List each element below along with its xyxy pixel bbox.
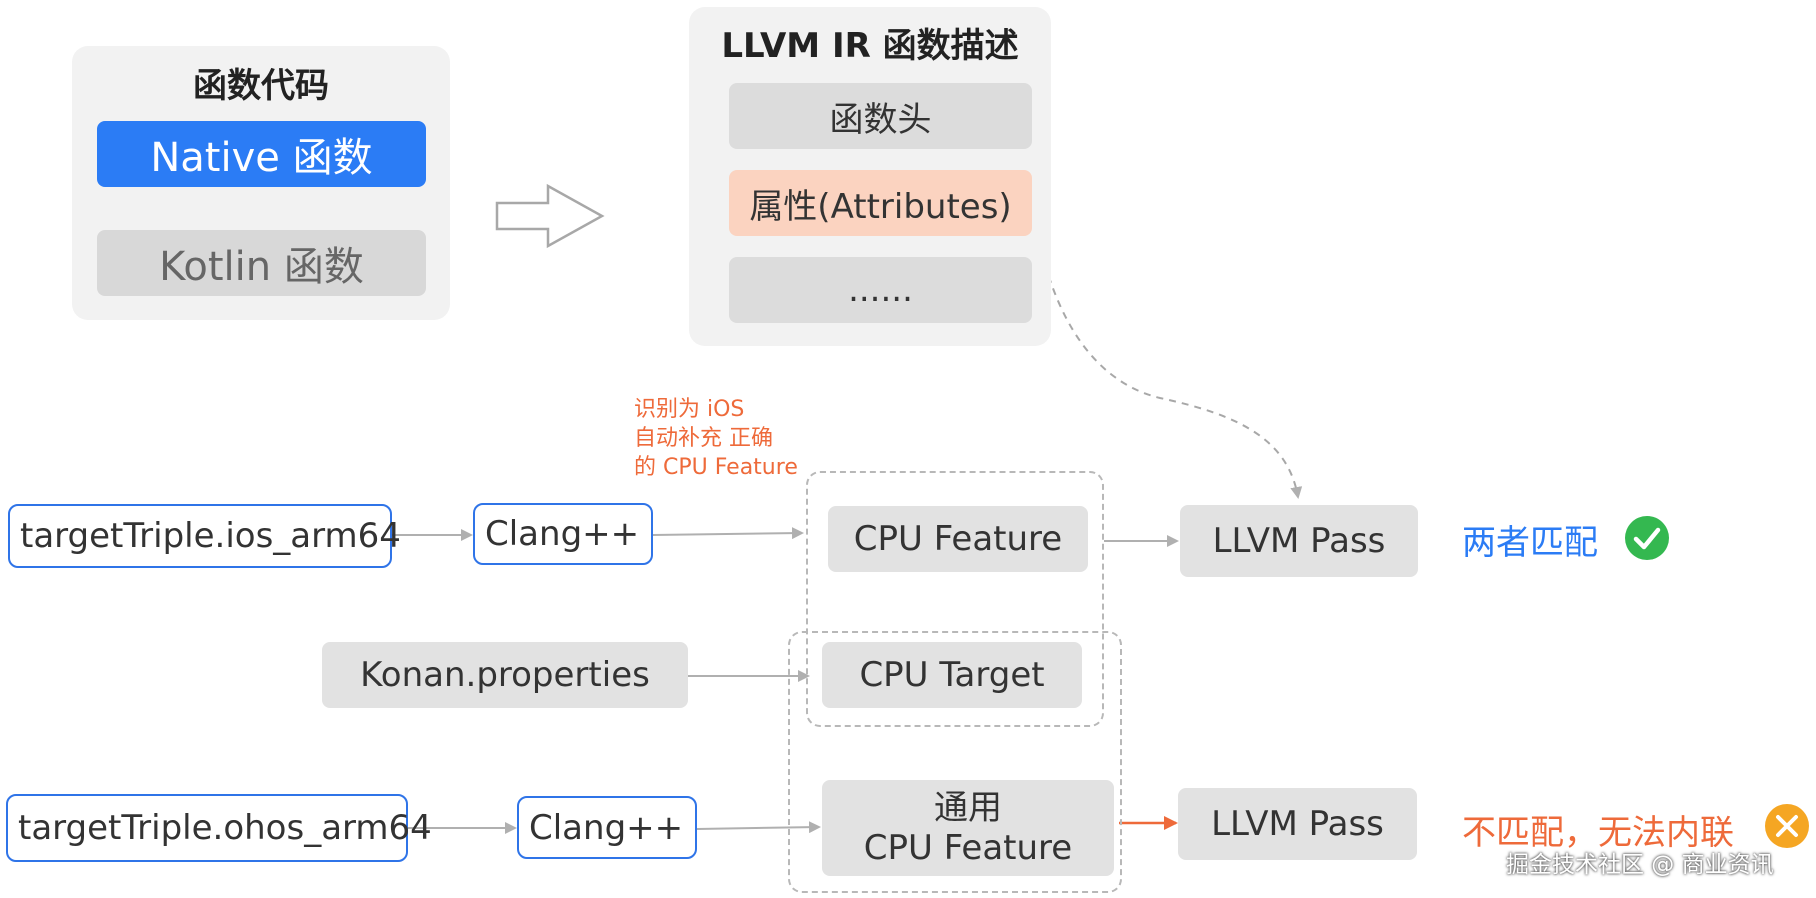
more-items-box: ...... — [729, 257, 1032, 323]
ios-note-line: 的 CPU Feature — [634, 455, 798, 480]
attributes-to-pass-connector — [1031, 199, 1303, 499]
x-circle-icon — [1765, 804, 1809, 848]
ohos-clang-box: Clang++ — [517, 796, 697, 859]
cpu-target-box: CPU Target — [822, 642, 1082, 708]
ohos-target-triple-box: targetTriple.ohos_arm64 — [6, 794, 432, 862]
ios-target-triple-box: targetTriple.ios_arm64 — [8, 504, 401, 568]
check-circle-icon — [1625, 516, 1669, 560]
function-code-title: 函数代码 — [193, 66, 329, 106]
match-result-text: 两者匹配 — [1462, 523, 1598, 563]
function-header-box: 函数头 — [729, 83, 1032, 149]
mismatch-result-text: 不匹配，无法内联 — [1462, 813, 1734, 853]
ios-cpu-feature-box: CPU Feature — [828, 506, 1088, 572]
native-function-box: Native 函数 — [97, 121, 426, 187]
ios-feature-group — [806, 471, 1104, 727]
watermark: 掘金技术社区 @ 商业资讯 — [1506, 852, 1774, 878]
attributes-box: 属性(Attributes) — [729, 170, 1032, 236]
ios-clang-box: Clang++ — [473, 503, 653, 565]
kotlin-function-box: Kotlin 函数 — [97, 230, 426, 296]
ohos-llvm-pass-box: LLVM Pass — [1178, 788, 1417, 860]
ios-llvm-pass-box: LLVM Pass — [1180, 505, 1418, 577]
llvm-ir-title: LLVM IR 函数描述 — [721, 26, 1019, 66]
arrow-clang2-to-feature — [696, 821, 821, 834]
hollow-arrow-icon — [495, 183, 605, 249]
ios-note: 识别为 iOS 自动补充 正确 的 CPU Feature — [634, 395, 798, 482]
ohos-target-group — [788, 631, 1122, 893]
generic-cpu-feature-line2: CPU Feature — [863, 828, 1073, 868]
generic-cpu-feature-box: 通用 CPU Feature — [822, 780, 1114, 876]
konan-properties-box: Konan.properties — [322, 642, 688, 708]
generic-cpu-feature-line1: 通用 — [934, 788, 1002, 828]
ios-note-line: 自动补充 正确 — [634, 426, 773, 451]
ios-note-line: 识别为 iOS — [634, 397, 745, 422]
arrow-clang1-to-feature — [652, 527, 804, 540]
